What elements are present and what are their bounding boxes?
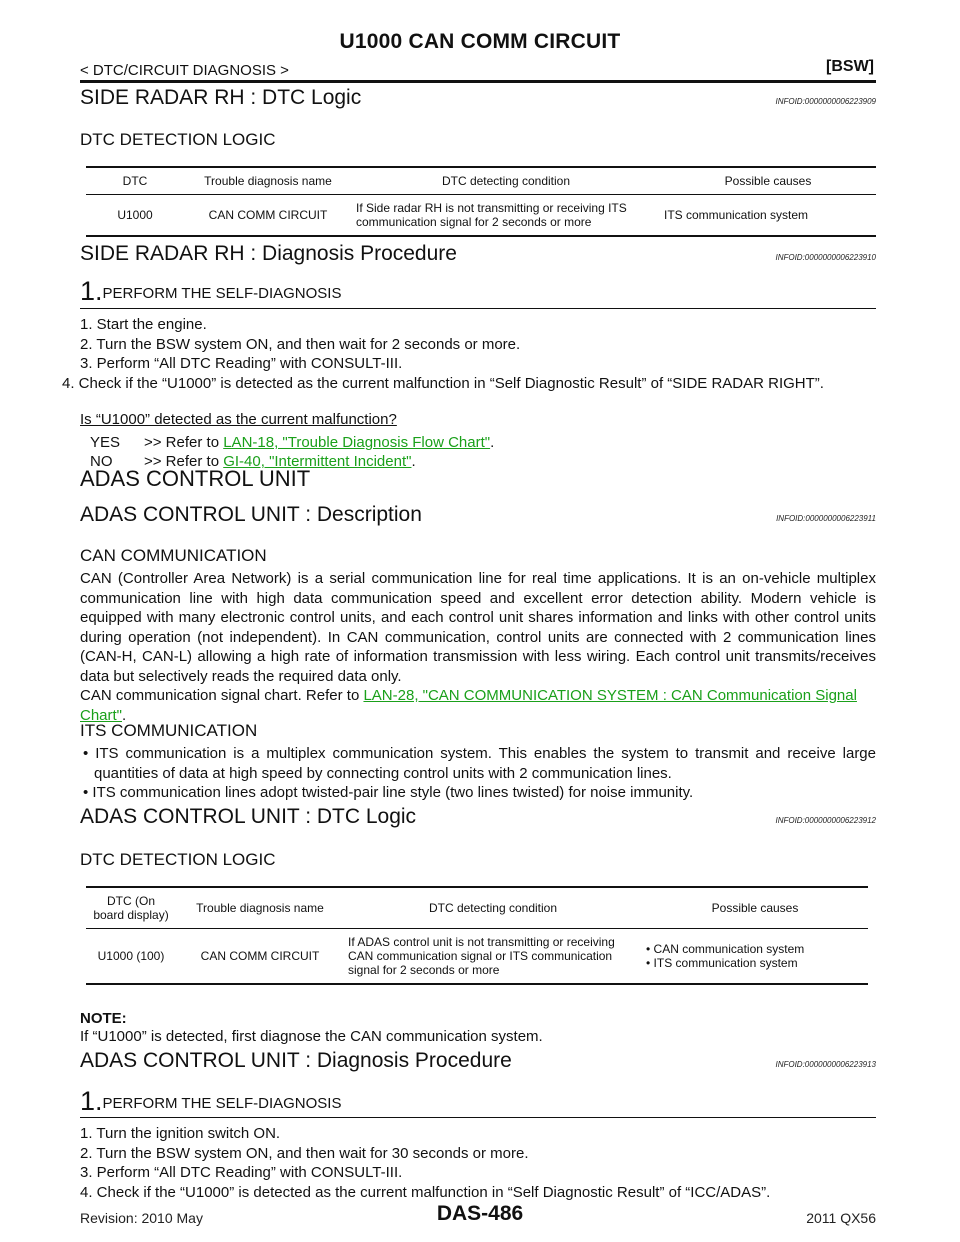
step-divider xyxy=(80,1117,876,1118)
step-heading: 1.PERFORM THE SELF-DIAGNOSIS xyxy=(80,276,341,307)
info-id: INFOID:0000000006223909 xyxy=(775,97,876,106)
procedure-list: 1. Turn the ignition switch ON. 2. Turn … xyxy=(80,1124,876,1202)
question: Is “U1000” detected as the current malfu… xyxy=(80,411,397,428)
column-header: Trouble diagnosis name xyxy=(184,166,352,195)
yes-branch: YES >> Refer to LAN-18, "Trouble Diagnosi… xyxy=(90,433,494,452)
table-cell: U1000 xyxy=(86,194,184,237)
list-item: 4. Check if the “U1000” is detected as t… xyxy=(80,1183,771,1201)
dtc-detection-logic-heading: DTC DETECTION LOGIC xyxy=(80,130,276,149)
adas-dtc-table: DTC (On board display) Trouble diagnosis… xyxy=(86,886,868,985)
list-item: • CAN communication system xyxy=(646,942,805,956)
section-tag: [BSW] xyxy=(826,58,874,75)
step-title: PERFORM THE SELF-DIAGNOSIS xyxy=(102,1095,342,1112)
list-item: • ITS communication system xyxy=(646,956,798,970)
column-header: Trouble diagnosis name xyxy=(176,886,344,929)
step-number: 1. xyxy=(80,276,103,306)
column-header: DTC detecting condition xyxy=(352,166,660,195)
column-header: Possible causes xyxy=(660,166,876,195)
period: . xyxy=(122,706,127,724)
step-title: PERFORM THE SELF-DIAGNOSIS xyxy=(102,285,342,302)
lan-18-link[interactable]: LAN-18, "Trouble Diagnosis Flow Chart" xyxy=(223,434,491,451)
breadcrumb: < DTC/CIRCUIT DIAGNOSIS > xyxy=(80,62,289,79)
table-row: U1000 (100) CAN COMM CIRCUIT If ADAS con… xyxy=(86,928,868,985)
table-cell: ITS communication system xyxy=(660,194,876,237)
header-divider xyxy=(80,80,876,83)
table-cell: If ADAS control unit is not transmitting… xyxy=(344,928,642,985)
note-text: If “U1000” is detected, first diagnose t… xyxy=(80,1028,543,1045)
table-header-row: DTC (On board display) Trouble diagnosis… xyxy=(86,886,868,929)
column-header: DTC detecting condition xyxy=(344,886,642,929)
yes-label: YES xyxy=(90,434,121,451)
adas-diagnosis-heading: ADAS CONTROL UNIT : Diagnosis Procedure xyxy=(80,1049,512,1072)
list-item: 1. Turn the ignition switch ON. xyxy=(80,1125,281,1142)
can-reference: CAN communication signal chart. Refer to… xyxy=(80,686,876,725)
table-row: U1000 CAN COMM CIRCUIT If Side radar RH … xyxy=(86,194,876,237)
can-communication-heading: CAN COMMUNICATION xyxy=(80,546,267,565)
column-header: DTC xyxy=(86,166,184,195)
adas-description-heading: ADAS CONTROL UNIT : Description xyxy=(80,503,422,526)
note-label: NOTE: xyxy=(80,1010,127,1027)
list-item: 2. Turn the BSW system ON, and then wait… xyxy=(80,335,521,353)
no-text: >> Refer to xyxy=(144,453,220,470)
side-radar-diagnosis-heading: SIDE RADAR RH : Diagnosis Procedure xyxy=(80,242,457,265)
procedure-list: 1. Start the engine. 2. Turn the BSW sys… xyxy=(62,315,876,393)
dtc-detection-logic-heading: DTC DETECTION LOGIC xyxy=(80,850,276,869)
page-title: U1000 CAN COMM CIRCUIT xyxy=(339,30,621,53)
list-item: 3. Perform “All DTC Reading” with CONSUL… xyxy=(80,1164,403,1181)
table-cell: CAN COMM CIRCUIT xyxy=(184,194,352,237)
info-id: INFOID:0000000006223911 xyxy=(776,514,876,523)
column-header: DTC (On board display) xyxy=(86,886,176,929)
can-ref-text: CAN communication signal chart. Refer to xyxy=(80,687,360,704)
table-cell: CAN COMM CIRCUIT xyxy=(176,928,344,985)
period: . xyxy=(411,453,416,470)
yes-text: >> Refer to xyxy=(144,434,220,451)
column-header: Possible causes xyxy=(642,886,868,929)
list-item: 2. Turn the BSW system ON, and then wait… xyxy=(80,1144,529,1162)
period: . xyxy=(490,434,495,451)
no-branch: NO >> Refer to GI-40, "Intermittent Incid… xyxy=(90,452,416,471)
step-divider xyxy=(80,308,876,309)
gi-40-link[interactable]: GI-40, "Intermittent Incident" xyxy=(223,453,412,470)
list-item: 4. Check if the “U1000” is detected as t… xyxy=(62,374,824,392)
table-cell: U1000 (100) xyxy=(86,928,176,985)
step-number: 1. xyxy=(80,1086,103,1116)
step-heading: 1.PERFORM THE SELF-DIAGNOSIS xyxy=(80,1086,341,1117)
table-cell: If Side radar RH is not transmitting or … xyxy=(352,194,660,237)
lan-28-link[interactable]: LAN-28, "CAN COMMUNICATION SYSTEM : CAN … xyxy=(80,687,857,724)
no-label: NO xyxy=(90,453,113,470)
can-communication-text: CAN (Controller Area Network) is a seria… xyxy=(80,570,876,685)
revision-date: Revision: 2010 May xyxy=(80,1210,203,1226)
list-item: • ITS communication lines adopt twisted-… xyxy=(83,784,694,801)
side-radar-dtc-logic-heading: SIDE RADAR RH : DTC Logic xyxy=(80,86,362,109)
info-id: INFOID:0000000006223913 xyxy=(775,1060,876,1069)
its-communication-heading: ITS COMMUNICATION xyxy=(80,721,258,740)
info-id: INFOID:0000000006223910 xyxy=(775,253,876,262)
its-bullet-list: • ITS communication is a multiplex commu… xyxy=(80,744,876,803)
list-item: • ITS communication is a multiplex commu… xyxy=(83,745,876,782)
adas-dtc-logic-heading: ADAS CONTROL UNIT : DTC Logic xyxy=(80,805,417,828)
info-id: INFOID:0000000006223912 xyxy=(775,816,876,825)
list-item: 1. Start the engine. xyxy=(80,316,207,333)
page-number: DAS-486 xyxy=(436,1202,524,1225)
table-cell: • CAN communication system • ITS communi… xyxy=(642,928,868,985)
list-item: 3. Perform “All DTC Reading” with CONSUL… xyxy=(80,355,403,372)
vehicle-model: 2011 QX56 xyxy=(806,1210,876,1226)
table-header-row: DTC Trouble diagnosis name DTC detecting… xyxy=(86,166,876,195)
adas-control-unit-heading: ADAS CONTROL UNIT xyxy=(80,466,311,491)
side-radar-dtc-table: DTC Trouble diagnosis name DTC detecting… xyxy=(86,166,876,237)
